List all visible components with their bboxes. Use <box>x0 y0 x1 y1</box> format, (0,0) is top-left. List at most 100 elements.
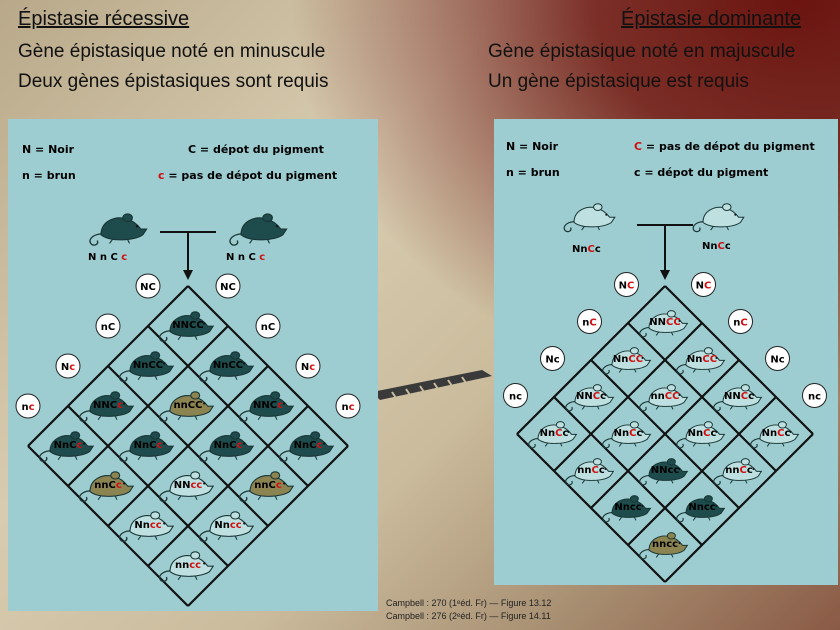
right-parent-1-genotype: NnCc <box>572 244 601 255</box>
right-cross-symbol <box>637 224 693 280</box>
right-cell-genotype-2-1: NnCc <box>688 428 717 439</box>
left-gamete-left-nC: nC <box>95 313 121 339</box>
right-key-C: C = pas de dépot du pigment <box>634 140 815 153</box>
left-cross-symbol <box>160 231 216 280</box>
right-gamete-right-NC: NC <box>691 272 716 297</box>
right-gamete-left-nC: nC <box>577 309 602 334</box>
right-subtitle-1: Gène épistasique noté en majuscule <box>488 41 796 62</box>
right-cell-genotype-2-3: Nncc <box>614 502 641 513</box>
left-cell-mouse-3-1 <box>239 471 295 502</box>
svg-text:Nc: Nc <box>301 362 315 373</box>
right-cell-genotype-0-0: NNCC <box>649 317 680 328</box>
svg-text:NC: NC <box>140 282 156 293</box>
left-cell-genotype-2-0: NNCc <box>253 400 283 411</box>
right-cell-genotype-0-2: NNCc <box>576 391 606 402</box>
left-gamete-right-nc: nc <box>335 393 361 419</box>
left-parent-2-mouse <box>229 213 288 246</box>
right-cell-mouse-1-2 <box>602 421 652 449</box>
left-cell-mouse-1-1 <box>159 391 215 422</box>
left-cell-mouse-2-3 <box>119 511 175 542</box>
svg-text:Nc: Nc <box>61 362 75 373</box>
right-gamete-left-Nc: Nc <box>540 346 565 371</box>
right-cell-mouse-2-2 <box>639 458 689 486</box>
right-gamete-right-nc: nc <box>802 383 827 408</box>
right-key-n: n = brun <box>506 166 560 179</box>
right-cell-genotype-1-3: nnCc <box>577 465 605 476</box>
right-gamete-left-NC: NC <box>614 272 639 297</box>
left-cell-genotype-3-1: nnCc <box>254 480 282 491</box>
left-cell-mouse-3-0 <box>279 431 335 462</box>
right-cell-mouse-2-1 <box>676 421 726 449</box>
right-cell-mouse-1-3 <box>565 458 615 486</box>
left-gamete-left-Nc: Nc <box>55 353 81 379</box>
reference-line-1: Campbell : 270 (1ᵉéd. Fr) — Figure 13.12 <box>386 598 552 608</box>
right-cell-genotype-1-2: NnCc <box>614 428 643 439</box>
left-cell-genotype-0-2: NNCc <box>93 400 123 411</box>
svg-text:NC: NC <box>220 282 236 293</box>
right-key-c: c = dépot du pigment <box>634 166 768 179</box>
right-cell-mouse-3-1 <box>713 458 763 486</box>
right-cell-genotype-2-2: NNcc <box>651 465 680 476</box>
svg-text:nC: nC <box>733 318 747 329</box>
right-cell-mouse-1-1 <box>639 384 689 412</box>
right-cell-mouse-0-1 <box>602 347 652 375</box>
reference-line-2: Campbell : 276 (2ᵉéd. Fr) — Figure 14.11 <box>386 611 551 621</box>
right-cell-genotype-3-1: nnCc <box>725 465 753 476</box>
svg-text:NC: NC <box>619 281 635 292</box>
left-cell-genotype-1-2: NnCc <box>134 440 163 451</box>
left-gamete-right-NC: NC <box>215 273 241 299</box>
right-punnett-diagram: N = Noir C = pas de dépot du pigment n =… <box>503 140 827 583</box>
left-title: Épistasie récessive <box>18 8 190 30</box>
left-cell-genotype-0-3: NnCc <box>54 440 83 451</box>
left-cell-mouse-0-2 <box>79 391 135 422</box>
right-cell-genotype-0-1: NnCC <box>613 354 643 365</box>
svg-text:nc: nc <box>509 392 522 403</box>
left-punnett-diagram: N = Noir C = dépot du pigment n = brun c… <box>15 143 361 607</box>
svg-text:Nc: Nc <box>545 355 559 366</box>
left-cell-mouse-3-3 <box>159 551 215 582</box>
left-cell-mouse-3-2 <box>199 511 255 542</box>
right-cell-mouse-0-3 <box>528 421 578 449</box>
right-cell-genotype-1-0: NnCC <box>687 354 717 365</box>
right-cell-mouse-0-0 <box>639 310 689 338</box>
left-cell-mouse-2-0 <box>239 391 295 422</box>
right-gamete-left-nc: nc <box>503 383 528 408</box>
right-cell-mouse-3-0 <box>750 421 800 449</box>
left-cell-mouse-0-0 <box>159 311 215 342</box>
right-title: Épistasie dominante <box>621 8 802 30</box>
left-key-n: n = brun <box>22 169 76 182</box>
svg-text:nC: nC <box>582 318 596 329</box>
left-parent-2-genotype: N n C c <box>226 252 265 263</box>
left-gamete-right-Nc: Nc <box>295 353 321 379</box>
right-punnett-panel: N = Noir C = pas de dépot du pigment n =… <box>494 119 838 585</box>
left-cell-mouse-0-3 <box>39 431 95 462</box>
left-punnett-panel: N = Noir C = dépot du pigment n = brun c… <box>8 119 378 611</box>
right-cell-genotype-3-0: NnCc <box>762 428 791 439</box>
left-cell-genotype-1-0: NnCC <box>213 360 243 371</box>
left-cell-genotype-3-2: Nncc <box>214 520 241 531</box>
left-cell-genotype-0-0: NNCC <box>172 320 203 331</box>
left-key-C: C = dépot du pigment <box>188 143 324 156</box>
right-cell-mouse-0-2 <box>565 384 615 412</box>
right-cell-genotype-3-2: Nncc <box>688 502 715 513</box>
right-key-N: N = Noir <box>506 140 559 153</box>
left-cell-genotype-0-1: NnCC <box>133 360 163 371</box>
right-cell-genotype-1-1: nnCC <box>651 391 680 402</box>
left-subtitle-1: Gène épistasique noté en minuscule <box>18 41 326 62</box>
right-parent-2-mouse <box>692 203 745 233</box>
left-cell-genotype-2-2: NNcc <box>174 480 203 491</box>
svg-text:nc: nc <box>21 402 34 413</box>
right-cell-mouse-3-3 <box>639 532 689 560</box>
svg-text:nC: nC <box>261 322 275 333</box>
left-cell-mouse-1-2 <box>119 431 175 462</box>
left-key-c: c = pas de dépot du pigment <box>158 169 337 182</box>
left-cell-mouse-1-0 <box>199 351 255 382</box>
right-cell-mouse-1-0 <box>676 347 726 375</box>
svg-text:NC: NC <box>696 281 712 292</box>
right-cell-mouse-3-2 <box>676 495 726 523</box>
left-cell-genotype-3-3: nncc <box>175 560 201 571</box>
svg-text:nC: nC <box>101 322 115 333</box>
left-punnett-grid <box>27 285 349 607</box>
svg-text:nc: nc <box>341 402 354 413</box>
left-parent-1-mouse <box>89 213 148 246</box>
